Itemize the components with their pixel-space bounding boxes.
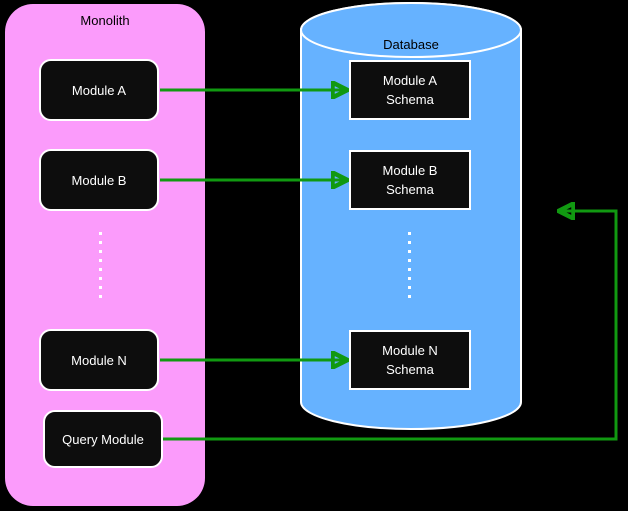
database-ellipsis-dots (408, 232, 411, 302)
node-module-a-schema-line2: Schema (386, 92, 434, 107)
node-query-module-label: Query Module (62, 431, 144, 447)
node-module-a-schema: Module A Schema (349, 60, 471, 120)
node-module-n-label: Module N (71, 352, 127, 368)
node-module-b-schema-line1: Module B (382, 163, 438, 178)
node-module-b: Module B (39, 149, 159, 211)
node-module-a-label: Module A (71, 82, 127, 98)
node-module-b-label: Module B (71, 172, 127, 188)
node-module-a: Module A (39, 59, 159, 121)
node-module-b-schema: Module B Schema (349, 150, 471, 210)
node-module-b-schema-line2: Schema (386, 182, 434, 197)
cylinder-top (300, 2, 522, 58)
node-query-module: Query Module (43, 410, 163, 468)
node-module-a-schema-line1: Module A (382, 73, 438, 88)
monolith-label: Monolith (80, 13, 130, 28)
node-module-n-schema: Module N Schema (349, 330, 471, 390)
monolith-ellipsis-dots (99, 232, 102, 302)
database-label: Database (383, 37, 439, 52)
node-module-n-schema-line1: Module N (382, 343, 438, 358)
node-module-n: Module N (39, 329, 159, 391)
node-module-n-schema-line2: Schema (386, 362, 434, 377)
